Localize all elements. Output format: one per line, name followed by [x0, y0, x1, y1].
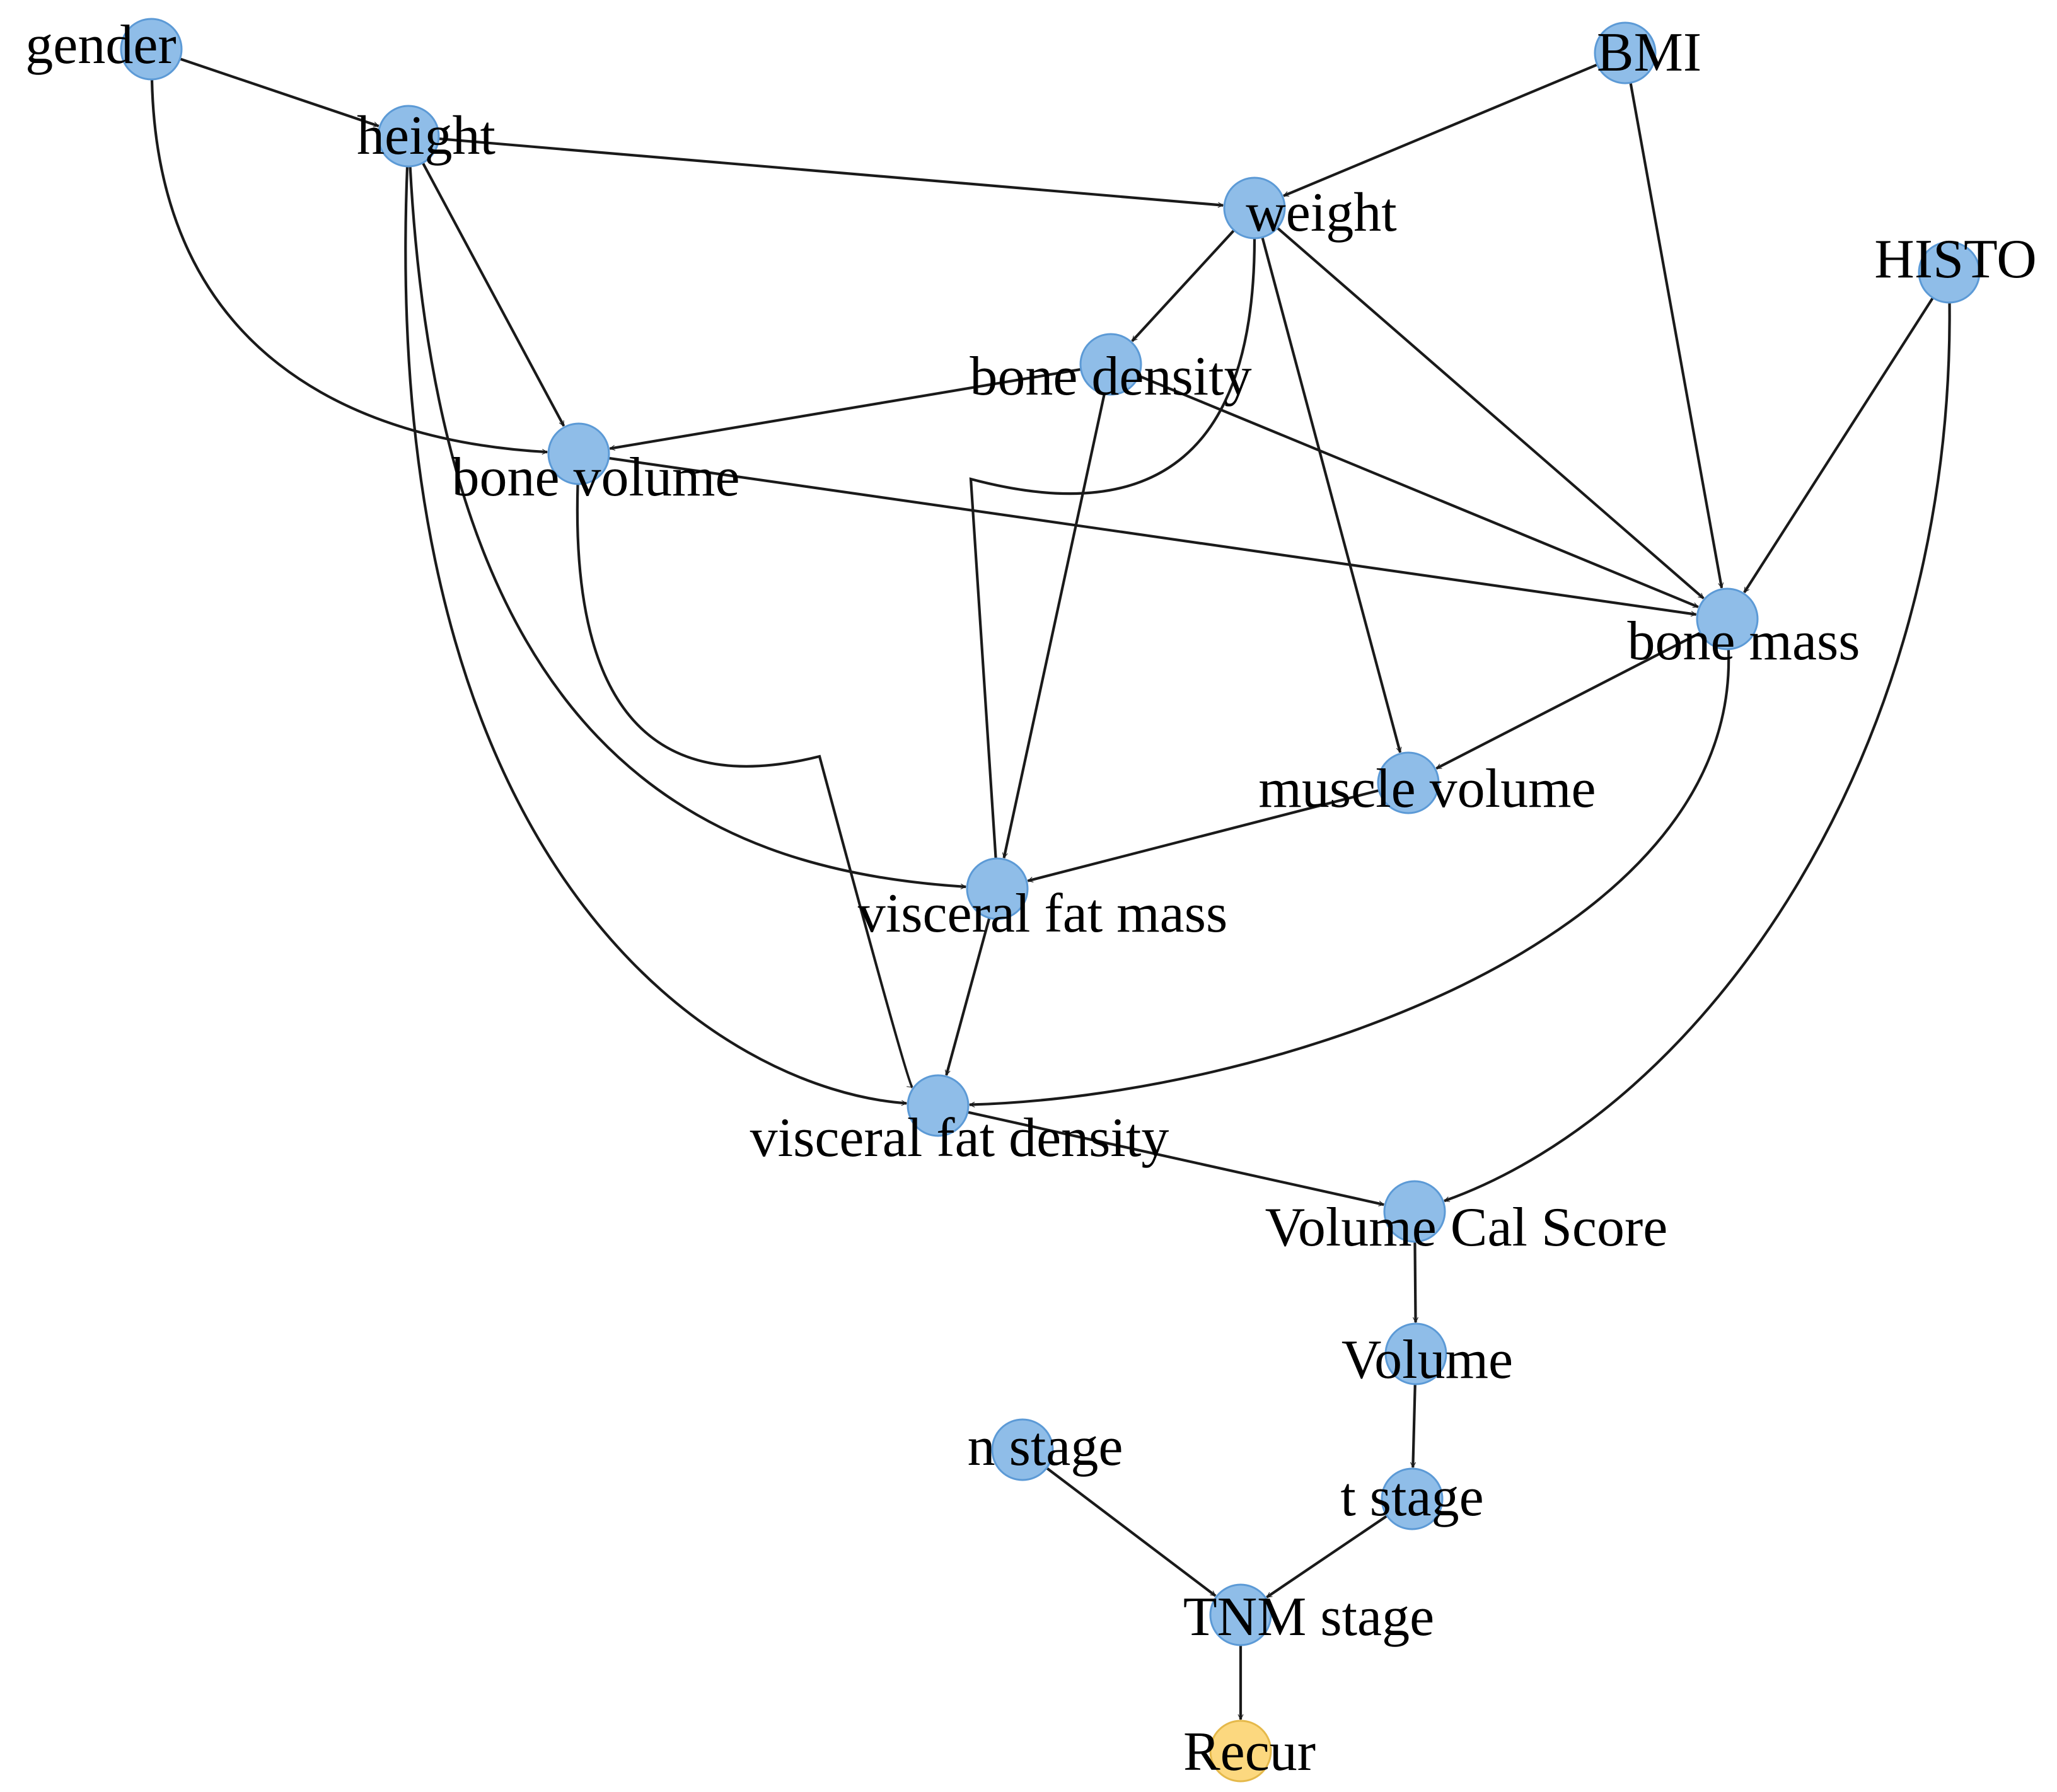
- node-height[interactable]: [377, 105, 440, 168]
- edge-weight-to-bone_mass: [1276, 226, 1705, 599]
- edge-BMI-to-weight: [1283, 63, 1598, 197]
- node-label-recur: Recur: [1183, 1721, 1316, 1783]
- node-label-HISTO: HISTO: [1874, 229, 2037, 290]
- node-label-visceral-fat-density: visceral fat density: [750, 1107, 1169, 1169]
- node-bone-mass[interactable]: [1696, 587, 1759, 650]
- node-recur[interactable]: [1209, 1720, 1272, 1783]
- node-muscle-volume[interactable]: [1377, 751, 1440, 814]
- edge-weight-to-muscle_volume: [1261, 236, 1400, 752]
- edge-gender-to-height: [179, 57, 378, 127]
- node-label-bone-volume: bone volume: [451, 447, 739, 508]
- edge-bone_mass-to-muscle_volume: [1436, 632, 1701, 770]
- edge-visceral_fat_density-to-volume_cal_score: [967, 1111, 1384, 1205]
- node-volume[interactable]: [1384, 1322, 1447, 1385]
- node-label-visceral-fat-mass: visceral fat mass: [858, 883, 1227, 944]
- node-weight[interactable]: [1223, 176, 1286, 240]
- node-label-t-stage: t stage: [1340, 1467, 1483, 1528]
- edge-HISTO-to-volume_cal_score: [1444, 302, 1951, 1203]
- node-label-weight: weight: [1246, 182, 1397, 243]
- edge-height-to-visceral_fat_mass: [409, 166, 966, 887]
- edge-bone_volume-to-visceral_fat_density: [576, 483, 913, 1089]
- node-label-muscle-volume: muscle volume: [1258, 758, 1596, 819]
- node-visceral-fat-mass[interactable]: [966, 857, 1029, 920]
- node-label-bone-density: bone density: [970, 346, 1251, 407]
- node-label-gender: gender: [25, 14, 176, 76]
- node-bone-density[interactable]: [1079, 333, 1142, 396]
- node-BMI[interactable]: [1594, 21, 1657, 84]
- node-bone-volume[interactable]: [547, 422, 610, 485]
- node-label-height: height: [357, 105, 495, 166]
- nodes-layer: [120, 18, 1981, 1783]
- edge-height-to-visceral_fat_density: [404, 166, 907, 1103]
- edge-bone_density-to-bone_mass: [1138, 374, 1698, 608]
- node-gender[interactable]: [120, 18, 183, 81]
- edge-bone_density-to-bone_volume: [610, 367, 1082, 449]
- node-label-n-stage: n stage: [968, 1416, 1123, 1477]
- edge-BMI-to-bone_mass: [1629, 82, 1722, 588]
- edge-height-to-weight: [438, 137, 1223, 205]
- edge-weight-to-visceral_fat_mass: [969, 238, 1256, 857]
- node-HISTO[interactable]: [1918, 241, 1981, 304]
- edge-volume-to-t_stage: [1413, 1384, 1417, 1467]
- edge-bone_volume-to-bone_mass: [608, 456, 1696, 615]
- node-visceral-fat-density[interactable]: [907, 1074, 970, 1137]
- node-label-volume-cal-score: Volume Cal Score: [1265, 1197, 1668, 1258]
- edges-layer: [150, 57, 1951, 1720]
- node-label-BMI: BMI: [1597, 22, 1701, 83]
- node-label-bone-mass: bone mass: [1627, 611, 1860, 672]
- edge-HISTO-to-bone_mass: [1743, 297, 1934, 594]
- edge-weight-to-bone_density: [1131, 229, 1236, 342]
- node-n-stage[interactable]: [991, 1418, 1054, 1481]
- edge-bone_mass-to-visceral_fat_density: [970, 649, 1730, 1105]
- node-label-volume: Volume: [1341, 1329, 1513, 1390]
- edge-bone_density-to-visceral_fat_mass: [1004, 393, 1106, 858]
- node-label-tnm-stage: TNM stage: [1183, 1587, 1434, 1648]
- edge-muscle_volume-to-visceral_fat_mass: [1028, 789, 1380, 881]
- node-tnm-stage[interactable]: [1209, 1583, 1272, 1646]
- edge-n_stage-to-tnm_stage: [1046, 1467, 1217, 1597]
- edge-t_stage-to-tnm_stage: [1266, 1515, 1388, 1598]
- edge-height-to-bone_volume: [421, 162, 565, 426]
- node-t-stage[interactable]: [1381, 1467, 1444, 1530]
- node-volume-cal-score[interactable]: [1383, 1180, 1446, 1243]
- edge-visceral_fat_mass-to-visceral_fat_density: [946, 917, 991, 1075]
- edge-gender-to-bone_volume: [150, 79, 547, 452]
